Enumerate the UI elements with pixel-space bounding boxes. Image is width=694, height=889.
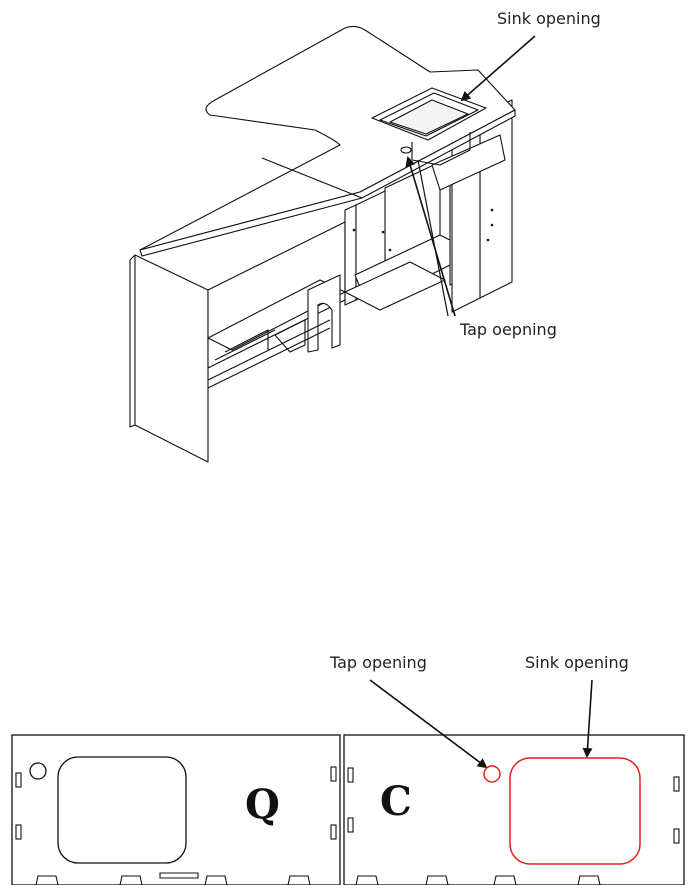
panel-q-letter: Q <box>245 781 280 828</box>
panel-c-slots <box>347 767 680 886</box>
left-bottom-rail <box>207 319 331 389</box>
worktop-tap-hole <box>400 146 412 154</box>
left-cabinet-inner-detail <box>214 329 276 361</box>
panel-tap-label: Tap opening <box>329 653 427 672</box>
iso-tap-arrow-2 <box>417 159 449 317</box>
isometric-kitchen-unit <box>129 25 516 463</box>
panel-c-sink-cutout <box>509 757 641 865</box>
panel-sink-arrow <box>582 679 593 758</box>
sink-bowl <box>371 87 487 166</box>
right-upper-shelf <box>431 134 506 191</box>
center-arch-support <box>307 274 341 353</box>
left-side-panel <box>134 254 209 463</box>
iso-sink-arrow <box>460 35 536 102</box>
panel-q <box>11 734 341 886</box>
left-side-panel-edge <box>129 254 136 428</box>
panel-c-letter: C <box>380 778 412 825</box>
iso-tap-arrow-1 <box>405 156 456 317</box>
iso-sink-label: Sink opening <box>497 9 601 28</box>
worktop-surface <box>139 25 516 251</box>
panel-c-highlighted-cutouts <box>483 757 641 865</box>
worktop-seam <box>261 157 363 199</box>
panel-tap-arrow <box>369 679 488 769</box>
panel-q-slots <box>15 766 337 886</box>
panel-q-tap-hole <box>29 762 47 780</box>
panel-sink-label: Sink opening <box>525 653 629 672</box>
worktop-front-edge <box>139 109 516 257</box>
iso-tap-label: Tap oepning <box>459 320 557 339</box>
panel-q-outline <box>11 734 341 886</box>
panel-c-tap-hole <box>483 765 501 783</box>
mounting-holes <box>352 208 494 252</box>
panel-q-sink-cutout <box>57 756 187 864</box>
